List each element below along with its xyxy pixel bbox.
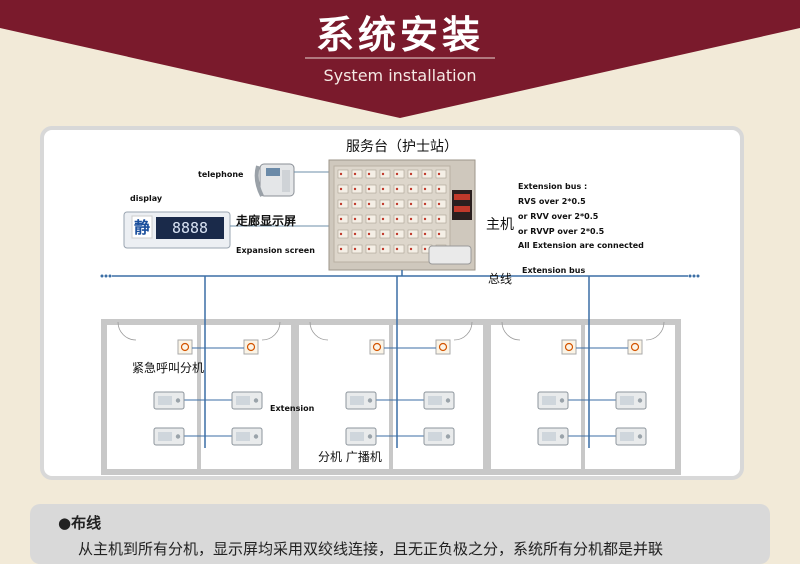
ext-broadcast-label: 分机 广播机 xyxy=(318,450,382,464)
extension-unit-icon xyxy=(153,427,185,446)
emergency-button-icon xyxy=(243,339,259,355)
emergency-button-icon xyxy=(177,339,193,355)
system-diagram: 静 8888 服务台（护士站） telephone display 走廊显示屏 … xyxy=(40,126,744,480)
notes-heading: ●布线 xyxy=(58,514,102,532)
extension-unit-icon xyxy=(345,427,377,446)
bus-info-4: All Extension are connected xyxy=(518,241,644,250)
extension-unit-icon xyxy=(423,391,455,410)
corridor-screen-label: 走廊显示屏 xyxy=(236,214,297,228)
extension-label: Extension xyxy=(270,404,315,413)
extension-unit-icon xyxy=(615,427,647,446)
emergency-button-icon xyxy=(627,339,643,355)
main-unit-label: 主机 xyxy=(486,217,514,233)
emergency-button-icon xyxy=(561,339,577,355)
extension-unit-icon xyxy=(537,391,569,410)
main-unit xyxy=(328,159,476,271)
display-panel: 静 8888 xyxy=(123,211,231,249)
notes-body: 从主机到所有分机，显示屏均采用双绞线连接，且无正负极之分，系统所有分机都是并联 xyxy=(78,540,664,558)
bus-info-3: or RVVP over 2*0.5 xyxy=(518,227,605,236)
page-title: 系统安装 xyxy=(315,13,484,57)
emergency-button-icon xyxy=(435,339,451,355)
page-subtitle: System installation xyxy=(323,66,477,85)
bus-info-1: RVS over 2*0.5 xyxy=(518,197,586,206)
display-label: display xyxy=(130,194,163,203)
telephone-label: telephone xyxy=(198,170,244,179)
extension-unit-icon xyxy=(153,391,185,410)
expansion-screen-label: Expansion screen xyxy=(236,246,315,255)
bus-info-0: Extension bus : xyxy=(518,182,588,191)
notes-panel: ●布线 从主机到所有分机，显示屏均采用双绞线连接，且无正负极之分，系统所有分机都… xyxy=(30,504,770,564)
extension-unit-icon xyxy=(231,427,263,446)
extension-unit-icon xyxy=(537,427,569,446)
svg-text:8888: 8888 xyxy=(172,219,208,237)
station-title: 服务台（护士站） xyxy=(346,139,458,155)
extension-bus-label: Extension bus xyxy=(522,266,586,275)
header-banner xyxy=(0,0,800,118)
emergency-label: 紧急呼叫分机 xyxy=(132,361,205,375)
extension-unit-icon xyxy=(615,391,647,410)
display-glyph: 静 xyxy=(134,218,150,237)
extension-unit-icon xyxy=(231,391,263,410)
extension-unit-icon xyxy=(423,427,455,446)
telephone-icon xyxy=(254,163,295,197)
bus-info-2: or RVV over 2*0.5 xyxy=(518,212,599,221)
extension-unit-icon xyxy=(345,391,377,410)
bus-cn-label: 总线 xyxy=(488,272,513,286)
emergency-button-icon xyxy=(369,339,385,355)
